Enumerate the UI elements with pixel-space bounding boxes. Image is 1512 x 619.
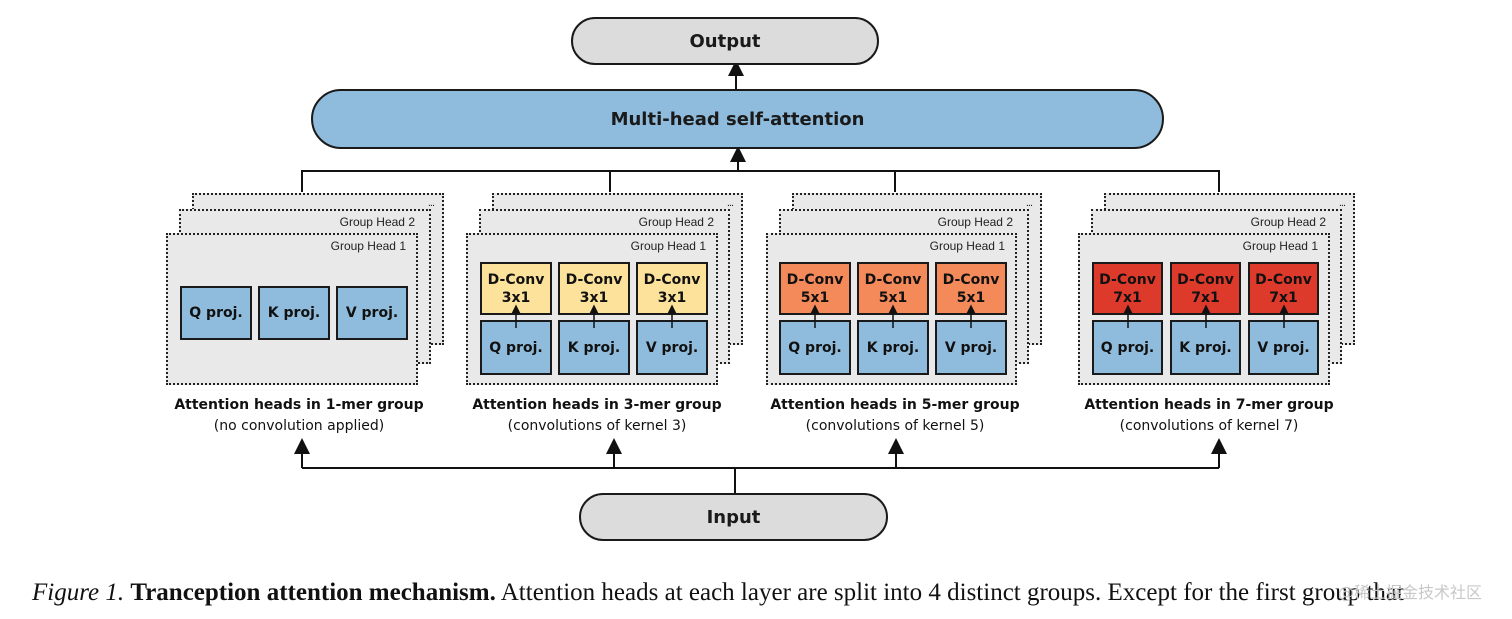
group4-group-head-1: Group Head 1 [1242,239,1318,253]
group2-q-proj: Q proj. [480,320,552,375]
group1-caption-title: Attention heads in 1-mer group [174,397,424,413]
group3-ellipsis: ... [1025,197,1033,209]
group2-k-proj: K proj. [558,320,630,375]
group1-caption: Attention heads in 1-mer group (no convo… [148,395,450,437]
group1-caption-sub: (no convolution applied) [213,418,385,434]
group3-q-proj: Q proj. [779,320,851,375]
group1-v-proj: V proj. [336,286,408,340]
group2-group-head-1: Group Head 1 [630,239,706,253]
group1-group-head-1: Group Head 1 [330,239,406,253]
group4-v-proj: V proj. [1248,320,1319,375]
group2-caption-title: Attention heads in 3-mer group [472,397,722,413]
group4-group-head-2: Group Head 2 [1250,215,1326,229]
group3-caption-title: Attention heads in 5-mer group [770,397,1020,413]
group2-group-head-2: Group Head 2 [638,215,714,229]
group3-group-head-2: Group Head 2 [937,215,1013,229]
input-label: Input [706,506,761,528]
group3-caption: Attention heads in 5-mer group (convolut… [742,395,1048,437]
mhsa-label: Multi-head self-attention [610,108,865,130]
figure-caption: Figure 1. Tranception attention mechanis… [32,579,1404,607]
group1-ellipsis: ... [427,197,435,209]
group4-caption: Attention heads in 7-mer group (convolut… [1056,395,1362,437]
group2-caption: Attention heads in 3-mer group (convolut… [444,395,750,437]
group1-group-head-2: Group Head 2 [339,215,415,229]
group2-ellipsis: ... [726,197,734,209]
output-node: Output [571,17,879,65]
multi-head-self-attention-node: Multi-head self-attention [311,89,1164,149]
figure-text: Attention heads at each layer are split … [500,579,1404,606]
group4-k-proj: K proj. [1170,320,1241,375]
group4-caption-title: Attention heads in 7-mer group [1084,397,1334,413]
group3-v-proj: V proj. [935,320,1007,375]
figure-label: Figure 1. [32,579,125,606]
group2-caption-sub: (convolutions of kernel 3) [507,418,687,434]
group3-group-head-1: Group Head 1 [929,239,1005,253]
input-node: Input [579,493,888,541]
group4-ellipsis: ... [1338,197,1346,209]
group1-k-proj: K proj. [258,286,330,340]
figure-title: Tranception attention mechanism. [130,579,496,606]
output-label: Output [689,30,761,52]
group3-caption-sub: (convolutions of kernel 5) [805,418,985,434]
group1-q-proj: Q proj. [180,286,252,340]
group4-caption-sub: (convolutions of kernel 7) [1119,418,1299,434]
watermark: @稀土掘金技术社区 [1338,583,1483,602]
